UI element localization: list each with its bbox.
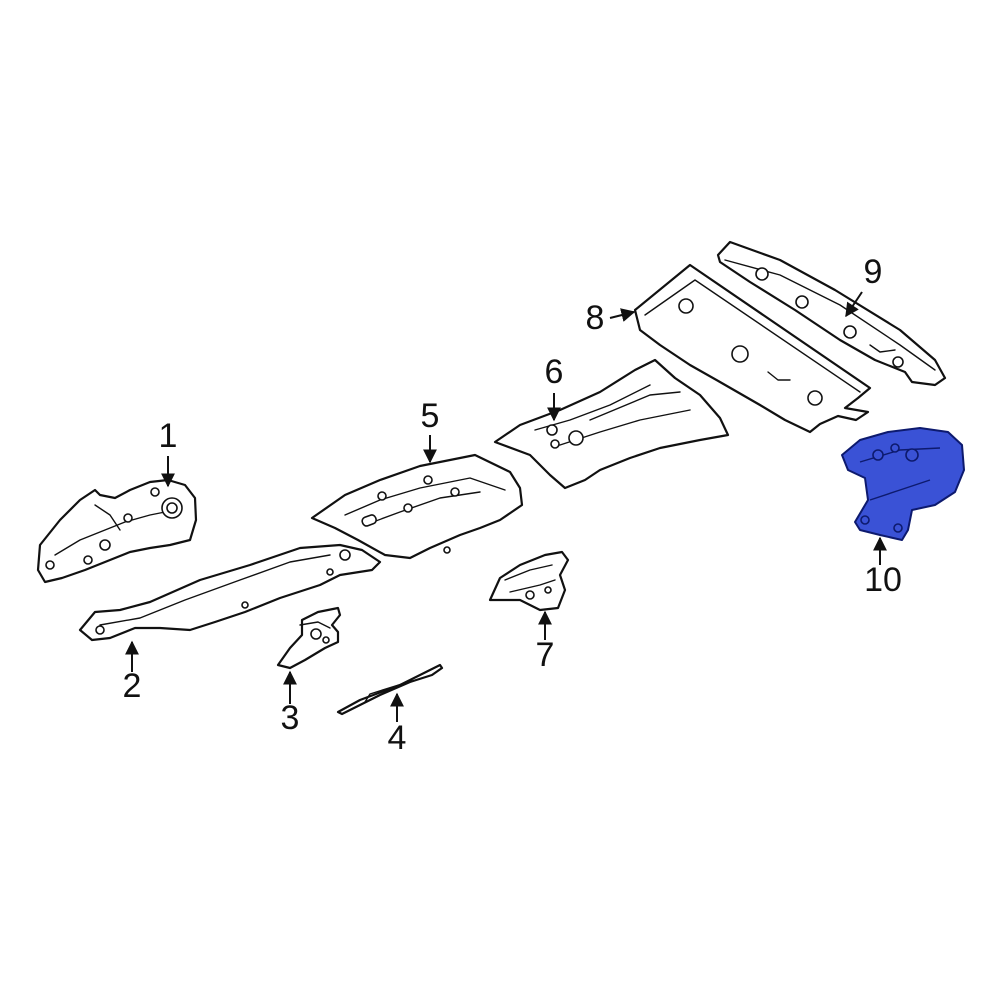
part-9-heat-shield[interactable] bbox=[716, 240, 947, 387]
callout-2: 2 bbox=[123, 667, 142, 705]
callout-1: 1 bbox=[159, 417, 178, 455]
callout-3: 3 bbox=[281, 699, 300, 737]
callout-labels: 1 2 3 4 5 6 7 8 9 10 bbox=[123, 253, 902, 757]
part-10-heat-shield-highlighted[interactable] bbox=[841, 427, 965, 541]
part-5-heat-shield[interactable] bbox=[310, 453, 524, 560]
part-1-heat-shield[interactable] bbox=[36, 478, 198, 584]
leader-8 bbox=[609, 308, 636, 322]
part-7-bracket[interactable] bbox=[488, 550, 570, 612]
callout-4: 4 bbox=[388, 719, 407, 757]
part-6-heat-shield[interactable] bbox=[493, 358, 730, 490]
leader-lines bbox=[125, 291, 887, 722]
callout-6: 6 bbox=[545, 353, 564, 391]
callout-8: 8 bbox=[586, 299, 605, 337]
part-2-heat-shield[interactable] bbox=[78, 543, 382, 642]
part-3-bracket[interactable] bbox=[276, 606, 342, 670]
callout-5: 5 bbox=[421, 397, 440, 435]
part-4-strip[interactable] bbox=[336, 663, 444, 716]
callout-10: 10 bbox=[864, 561, 902, 599]
part-8-heat-shield[interactable] bbox=[633, 263, 872, 434]
callout-7: 7 bbox=[536, 636, 555, 674]
leader-9 bbox=[845, 291, 863, 318]
callout-9: 9 bbox=[864, 253, 883, 291]
